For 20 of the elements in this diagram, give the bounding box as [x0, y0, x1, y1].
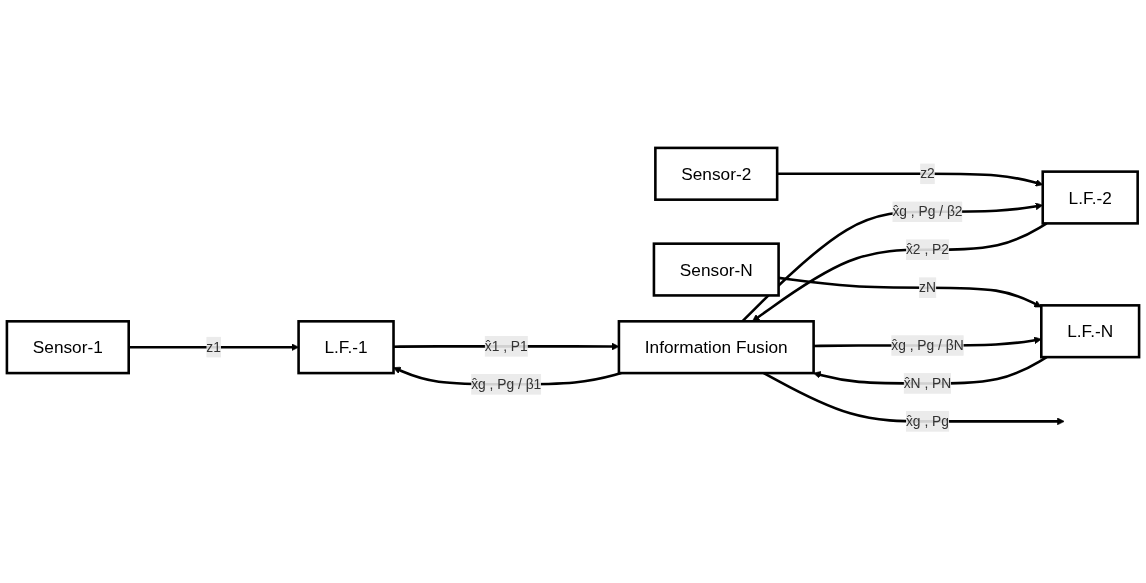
edge-label: x̂g , Pg / β2 [892, 204, 963, 220]
node-box: L.F.-N [1040, 304, 1141, 359]
node-box: L.F.-2 [1041, 170, 1139, 226]
edge-label: x̂N , PN [903, 376, 952, 391]
edge-label: x̂g , Pg / β1 [471, 376, 542, 392]
edge-label: z2 [920, 166, 935, 182]
arrow [763, 372, 1065, 426]
edge-label: zN [919, 280, 936, 295]
edge-label: x̂2 , P2 [905, 242, 949, 257]
node-box: Information Fusion [617, 320, 815, 375]
node-box: L.F.-1 [297, 320, 395, 375]
node-box: Sensor-1 [5, 320, 130, 375]
arrow [778, 276, 1042, 308]
node-box: Sensor-N [652, 242, 780, 298]
node-box: Sensor-2 [654, 147, 779, 202]
edge-label: x̂1 , P1 [484, 338, 528, 354]
edge-label: x̂g , Pg / βN [891, 338, 964, 353]
arrow [128, 343, 299, 352]
edge-label: x̂g , Pg [905, 414, 949, 429]
edge-label: z1 [206, 339, 221, 355]
